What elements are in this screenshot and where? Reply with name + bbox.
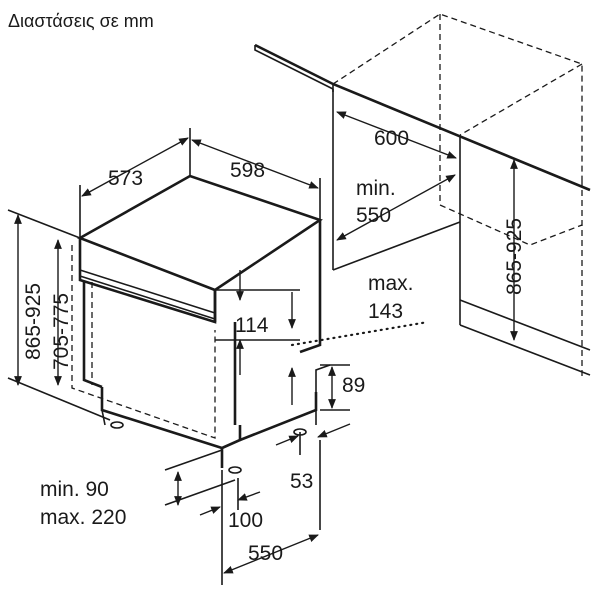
dim-89-label: 89	[342, 374, 365, 397]
dim-865-925-left: 865-925	[7, 209, 111, 421]
dim-min-label: min.	[356, 177, 396, 200]
dim-114: 114	[215, 270, 300, 405]
dim-max-143: max. 143	[290, 272, 430, 347]
dim-550-niche-label: 550	[356, 204, 391, 227]
dim-600-label: 600	[374, 127, 409, 150]
dim-598: 598	[191, 139, 321, 220]
dim-865-925-left-label: 865-925	[22, 283, 45, 360]
dim-705-775: 705-775	[50, 239, 73, 386]
dim-865-925-right-label: 865-925	[503, 218, 526, 295]
niche-outline	[254, 13, 591, 378]
dim-573-label: 573	[108, 167, 143, 190]
dim-max-220-label: max. 220	[40, 506, 126, 529]
dim-min-550: min. 550	[336, 174, 456, 241]
dim-600: 600	[336, 111, 457, 159]
dim-598-label: 598	[230, 159, 265, 182]
dim-100-label: 100	[228, 509, 263, 532]
dim-114-label: 114	[235, 314, 269, 337]
dim-550-bottom: 550	[223, 440, 321, 574]
dim-53: 53	[275, 423, 351, 493]
dim-max-label: max.	[368, 272, 414, 295]
dim-573: 573	[79, 128, 191, 238]
dim-100: 100	[199, 470, 263, 585]
dim-550-bottom-label: 550	[248, 542, 283, 565]
dim-53-label: 53	[290, 470, 313, 493]
dim-143-label: 143	[368, 300, 403, 323]
diagram-title: Διαστάσεις σε mm	[8, 11, 154, 31]
dim-foot-height: min. 90 max. 220	[40, 449, 236, 529]
dim-705-775-label: 705-775	[50, 293, 73, 370]
dim-89: 89	[320, 364, 365, 411]
dim-min-90-label: min. 90	[40, 478, 109, 501]
dim-865-925-right: 865-925	[503, 159, 526, 341]
